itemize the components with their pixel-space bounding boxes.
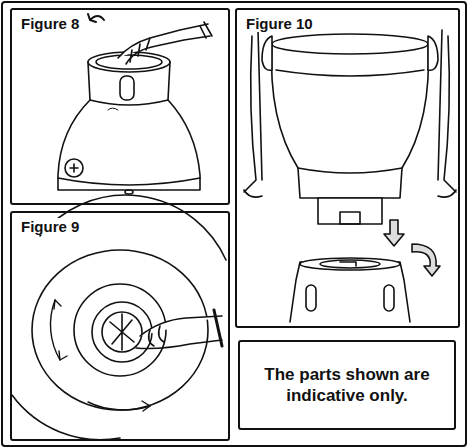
figure-title: Figure 8: [19, 15, 81, 32]
coupling-figure-9: [12, 195, 226, 440]
figure-panel: Figure 9: [10, 211, 230, 441]
figure-title: Figure 9: [19, 218, 81, 235]
figure-panel: Figure 8: [10, 8, 230, 205]
jar-figure-10: [244, 30, 456, 322]
figure-title: Figure 10: [244, 15, 315, 32]
note-text: The parts shown are indicative only.: [240, 358, 454, 413]
note-box: The parts shown are indicative only.: [238, 340, 456, 430]
figure-panel: Figure 10: [235, 8, 460, 328]
mixer-figure-8: [58, 14, 212, 194]
